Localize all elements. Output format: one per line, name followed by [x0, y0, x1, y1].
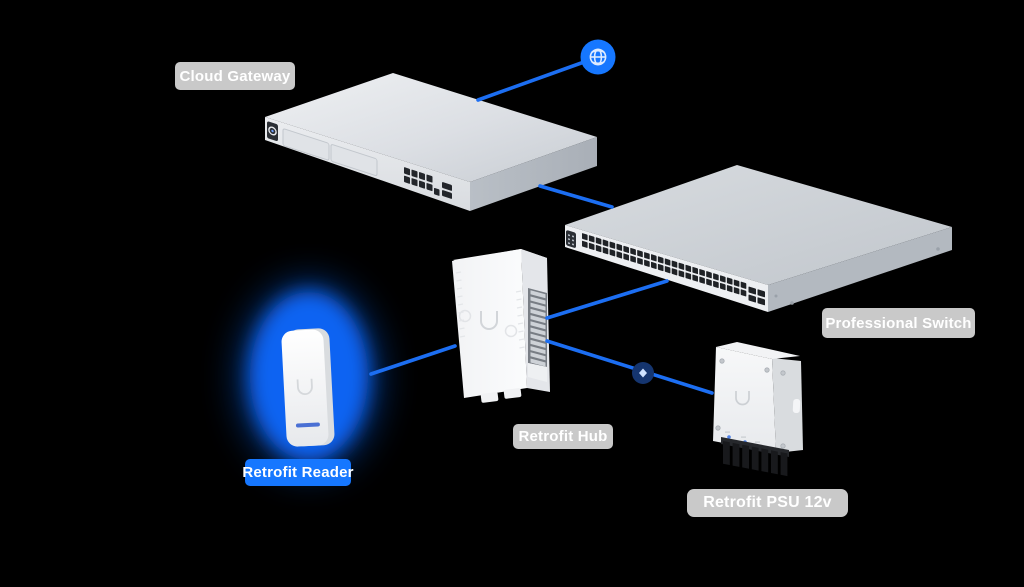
- retrofit-reader-label[interactable]: Retrofit Reader: [242, 459, 353, 486]
- gateway-side-face: [470, 137, 597, 211]
- connection-lines: [369, 55, 714, 395]
- cloud-gateway-label[interactable]: Cloud Gateway: [175, 62, 295, 90]
- hub-terminal-contacts: [530, 290, 546, 367]
- gateway-display: [267, 121, 278, 142]
- reader-status-bar: [295, 422, 320, 428]
- switch-top-face: [565, 165, 952, 285]
- hub-mount-holes: [458, 309, 518, 338]
- connection-hub-reader: [369, 344, 457, 376]
- psu-front-face: [713, 347, 776, 453]
- psu-heatsink-fins: [721, 437, 789, 477]
- retrofit-hub-device[interactable]: [452, 249, 550, 403]
- hub-front-face: [452, 249, 527, 398]
- switch-ports: [582, 233, 765, 306]
- internet-node[interactable]: [580, 39, 616, 75]
- psu-screws: [715, 358, 786, 449]
- connection-internet-gateway: [476, 55, 600, 102]
- psu-flange-slot: [792, 399, 801, 414]
- retrofit-reader-device[interactable]: [281, 328, 335, 447]
- hub-ubiquiti-logo: [480, 311, 498, 330]
- connection-switch-hub: [545, 279, 669, 320]
- retrofit-psu-label[interactable]: Retrofit PSU 12v: [687, 489, 848, 517]
- reader-front-face: [281, 329, 329, 447]
- cloud-gateway-device[interactable]: [265, 73, 597, 211]
- connection-gateway-switch: [538, 184, 614, 209]
- connection-hub-psu: [545, 339, 714, 395]
- professional-switch-device[interactable]: [565, 165, 952, 312]
- hub-feet: [480, 388, 522, 403]
- hub-vents: [455, 271, 525, 349]
- gateway-top-face: [265, 73, 597, 182]
- switch-side-face: [768, 227, 952, 312]
- reader-ubiquiti-logo: [296, 378, 313, 395]
- gateway-drive-bays: [282, 128, 378, 177]
- psu-ubiquiti-logo: [735, 391, 750, 406]
- switch-display: [566, 230, 576, 248]
- psu-flange: [772, 358, 803, 453]
- psu-top-face: [716, 342, 800, 359]
- retrofit-hub-label[interactable]: Retrofit Hub: [513, 424, 613, 449]
- professional-switch-label[interactable]: Professional Switch: [822, 308, 975, 338]
- switch-screws: [774, 247, 940, 305]
- globe-icon: [589, 48, 607, 66]
- hub-lower-connector: [528, 363, 547, 382]
- gateway-ports: [404, 167, 452, 199]
- junction-dot: [632, 362, 654, 384]
- retrofit-psu-device[interactable]: [713, 342, 803, 477]
